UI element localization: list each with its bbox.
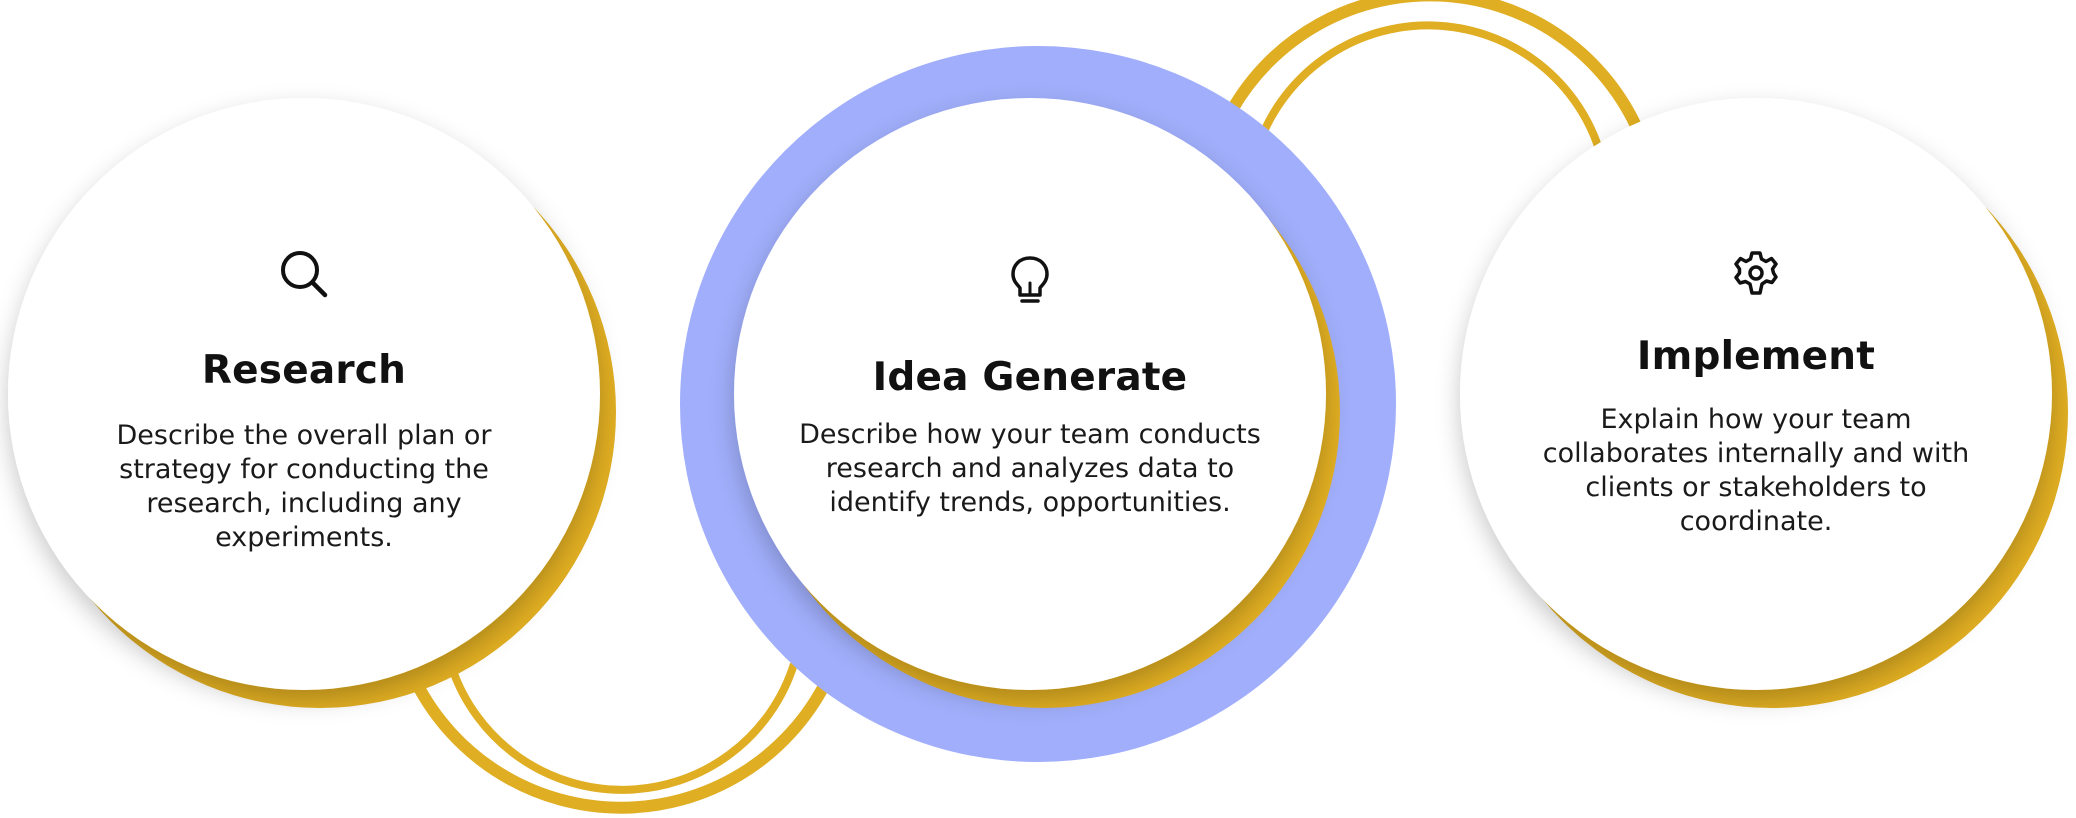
implement-card [1460,98,2052,690]
top-connector-outer-arc [1226,0,1642,129]
bottom-connector-inner-arc [448,662,798,794]
step-title: Research [201,348,407,393]
idea-card [734,98,1326,690]
top-connector-inner-arc [1258,21,1602,148]
step-implement: Implement Explain how your team collabor… [1526,250,1986,539]
bottom-connector-outer-arc [410,679,832,814]
search-icon [278,248,330,300]
step-research: Research Describe the overall plan or st… [94,248,514,555]
step-description: Describe the overall plan or strategy fo… [116,419,492,553]
step-title: Implement [1636,334,1876,379]
lightbulb-icon [1008,255,1052,305]
step-description: Describe how your team conducts research… [799,418,1261,518]
step-idea-generate: Idea Generate Describe how your team con… [780,255,1280,520]
step-title: Idea Generate [872,355,1188,400]
gear-icon [1733,250,1779,296]
step-description: Explain how your team collaborates inter… [1542,403,1970,537]
research-card [8,98,600,690]
